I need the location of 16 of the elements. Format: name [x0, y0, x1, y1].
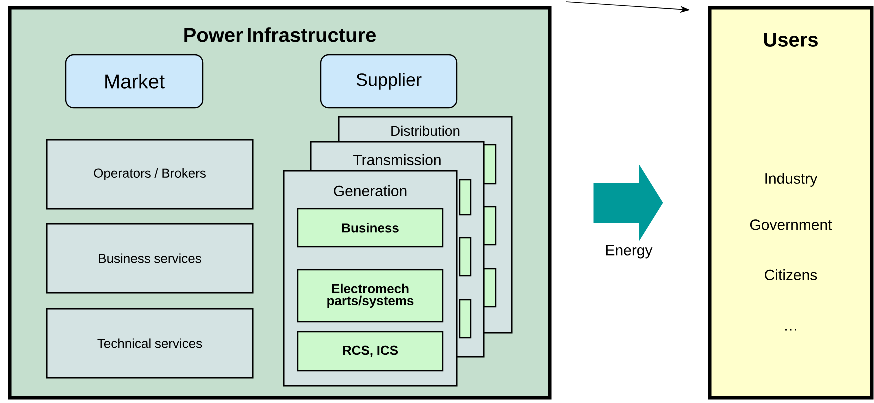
- component-box: Business: [297, 208, 444, 248]
- users-panel: Users Industry Government Citizens …: [708, 6, 874, 400]
- edge-label: Energy: [606, 245, 653, 259]
- service-box: Technical services: [46, 308, 254, 379]
- category-box: Supplier: [320, 54, 458, 109]
- component-box: [459, 179, 472, 216]
- component-box: [459, 237, 472, 277]
- component-box: [483, 206, 497, 246]
- service-box: Operators / Brokers: [46, 139, 254, 210]
- service-box: Business services: [46, 223, 254, 294]
- component-box: [483, 144, 497, 185]
- category-box: Market: [65, 54, 204, 109]
- component-box: RCS, ICS: [297, 331, 444, 372]
- component-box: Electromech parts/systems: [297, 269, 444, 323]
- component-box: [459, 299, 472, 339]
- component-box: [483, 268, 497, 308]
